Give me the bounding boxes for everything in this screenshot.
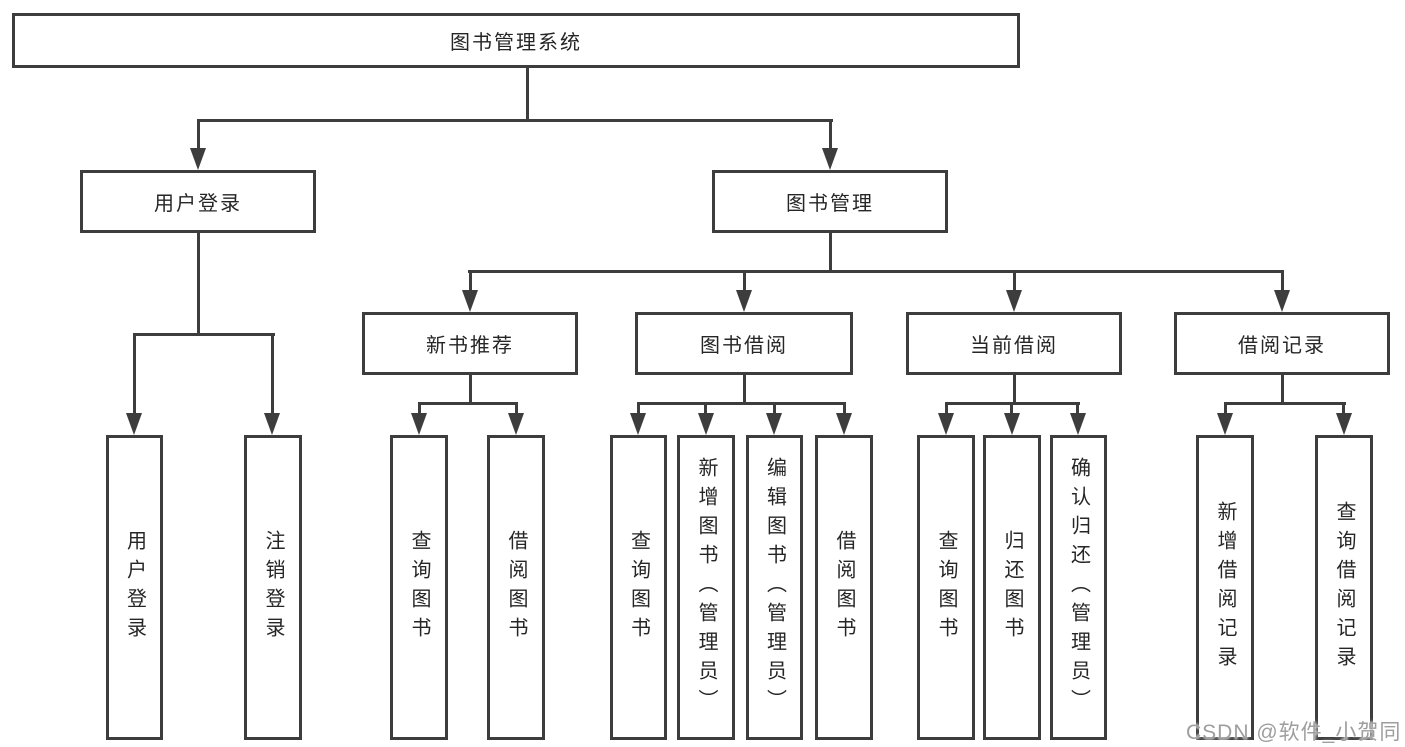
leaf-cb-confirm-return-admin: 确认归还（管理员） — [1050, 435, 1107, 740]
connector-drop-current-borrow — [1013, 270, 1016, 294]
leaf-nb-borrow-books: 借阅图书 — [487, 435, 545, 740]
node-user-login: 用户登录 — [80, 170, 316, 233]
connector-drop-new-book — [469, 270, 472, 294]
arrow-leaf-logout — [264, 413, 280, 435]
csdn-watermark: CSDN @软件_小贺同学 — [1186, 721, 1402, 744]
leaf-user-login-label: 用户登录 — [123, 529, 146, 646]
leaf-bb-add-books-admin: 新增图书（管理员） — [677, 435, 735, 740]
connector-borrow-records-hline — [1224, 402, 1346, 405]
arrow-bb-query — [630, 413, 646, 435]
connector-drop-bb-add — [704, 402, 707, 418]
arrow-book-management — [822, 148, 838, 170]
arrow-bb-borrow — [836, 413, 852, 435]
node-book-borrow: 图书借阅 — [635, 312, 853, 375]
connector-drop-br-query — [1342, 402, 1345, 418]
connector-drop-bb-edit — [773, 402, 776, 418]
connector-borrow-records-stem — [1281, 375, 1284, 405]
connector-drop-book-management — [829, 119, 832, 151]
connector-level1-hline — [197, 119, 833, 122]
connector-root-stem — [526, 68, 529, 122]
node-user-login-label: 用户登录 — [154, 193, 242, 215]
node-book-management: 图书管理 — [712, 170, 948, 233]
node-root-label: 图书管理系统 — [450, 32, 582, 54]
connector-drop-bb-query — [637, 402, 640, 418]
node-new-book-recommend: 新书推荐 — [362, 312, 578, 375]
leaf-cb-return-books-label: 归还图书 — [1001, 529, 1023, 646]
node-borrow-records: 借阅记录 — [1174, 312, 1390, 375]
leaf-nb-query-books: 查询图书 — [390, 435, 448, 740]
node-book-management-label: 图书管理 — [786, 193, 874, 215]
connector-level2-hline — [468, 270, 1283, 273]
arrow-new-book — [462, 290, 478, 312]
leaf-bb-edit-books-admin: 编辑图书（管理员） — [746, 435, 803, 740]
connector-user-login-stem — [197, 233, 200, 336]
arrow-book-borrow — [736, 290, 752, 312]
node-book-borrow-label: 图书借阅 — [700, 335, 788, 357]
leaf-bb-query-books-label: 查询图书 — [627, 529, 650, 646]
node-current-borrow-label: 当前借阅 — [970, 335, 1058, 357]
connector-drop-user-login — [197, 119, 200, 151]
arrow-nb-borrow — [508, 413, 524, 435]
connector-new-book-stem — [469, 375, 472, 405]
leaf-br-add-record-label: 新增借阅记录 — [1214, 500, 1236, 675]
connector-drop-book-borrow — [743, 270, 746, 294]
connector-book-borrow-hline — [637, 402, 846, 405]
leaf-cb-query-books-label: 查询图书 — [935, 529, 957, 646]
connector-drop-leaf-login — [133, 333, 136, 417]
leaf-cb-return-books: 归还图书 — [983, 435, 1041, 740]
arrow-leaf-login — [126, 413, 142, 435]
arrow-bb-edit — [766, 413, 782, 435]
connector-current-borrow-stem — [1013, 375, 1016, 405]
arrow-bb-add — [698, 413, 714, 435]
arrow-current-borrow — [1006, 290, 1022, 312]
leaf-logout-label: 注销登录 — [262, 529, 284, 646]
leaf-nb-query-books-label: 查询图书 — [408, 529, 430, 646]
connector-drop-nb-query — [418, 402, 421, 418]
node-root: 图书管理系统 — [12, 13, 1020, 68]
arrow-cb-query — [938, 413, 954, 435]
node-borrow-records-label: 借阅记录 — [1238, 335, 1326, 357]
arrow-br-add — [1217, 413, 1233, 435]
arrow-nb-query — [411, 413, 427, 435]
arrow-br-query — [1336, 413, 1352, 435]
leaf-nb-borrow-books-label: 借阅图书 — [505, 529, 527, 646]
connector-drop-nb-borrow — [515, 402, 518, 418]
node-new-book-recommend-label: 新书推荐 — [426, 335, 514, 357]
leaf-cb-query-books: 查询图书 — [917, 435, 975, 740]
connector-book-management-stem — [829, 233, 832, 273]
connector-drop-leaf-logout — [271, 333, 274, 417]
arrow-cb-confirm — [1070, 413, 1086, 435]
leaf-br-add-record: 新增借阅记录 — [1196, 435, 1254, 740]
arrow-borrow-records — [1274, 290, 1290, 312]
node-current-borrow: 当前借阅 — [906, 312, 1122, 375]
leaf-br-query-record-label: 查询借阅记录 — [1333, 500, 1355, 675]
leaf-br-query-record: 查询借阅记录 — [1315, 435, 1373, 740]
connector-user-login-hline — [133, 333, 275, 336]
connector-new-book-hline — [418, 402, 518, 405]
arrow-user-login — [190, 148, 206, 170]
connector-drop-borrow-records — [1281, 270, 1284, 294]
connector-book-borrow-stem — [743, 375, 746, 405]
leaf-user-login: 用户登录 — [106, 435, 163, 740]
connector-drop-br-add — [1224, 402, 1227, 418]
leaf-bb-query-books: 查询图书 — [610, 435, 667, 740]
connector-drop-cb-return — [1010, 402, 1013, 418]
leaf-bb-add-books-admin-label: 新增图书（管理员） — [695, 457, 717, 718]
arrow-cb-return — [1004, 413, 1020, 435]
connector-drop-bb-borrow — [843, 402, 846, 418]
leaf-bb-borrow-books: 借阅图书 — [815, 435, 873, 740]
connector-drop-cb-confirm — [1076, 402, 1079, 418]
leaf-bb-borrow-books-label: 借阅图书 — [833, 529, 855, 646]
connector-drop-cb-query — [945, 402, 948, 418]
leaf-logout: 注销登录 — [244, 435, 302, 740]
leaf-bb-edit-books-admin-label: 编辑图书（管理员） — [763, 457, 786, 718]
leaf-cb-confirm-return-admin-label: 确认归还（管理员） — [1067, 457, 1090, 718]
